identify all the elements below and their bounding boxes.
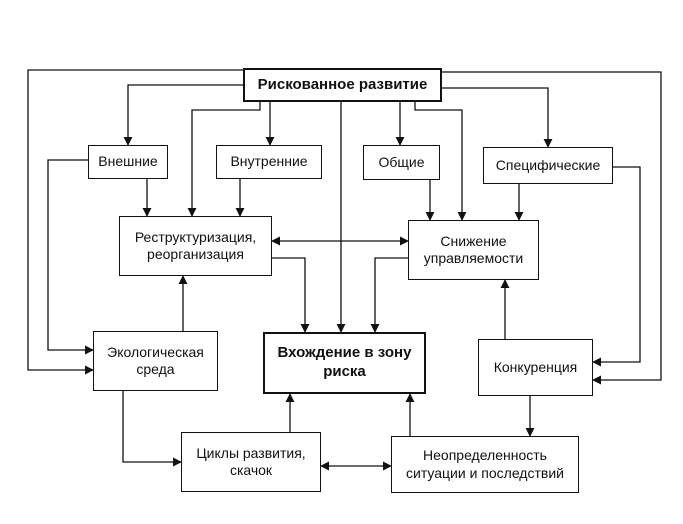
- edge-specific-to-competition: [592, 166, 641, 367]
- node-risky-development-label: Рискованное развитие: [257, 75, 428, 93]
- node-restructuring: Реструктуризация, реорганизация: [119, 216, 272, 276]
- node-competition-label: Конкуренция: [493, 358, 578, 375]
- node-external: Внешние: [88, 145, 168, 179]
- node-risky-development: Рискованное развитие: [243, 68, 442, 102]
- node-ecological-environment-label: Экологическая среда: [107, 343, 204, 378]
- edge-eco-to-cycles: [122, 391, 182, 467]
- node-reduced-manageability: Снижение управляемости: [408, 220, 539, 280]
- edge-risk-to-manageability: [414, 102, 467, 221]
- edge-risk-to-restructuring: [187, 102, 261, 217]
- node-restructuring-label: Реструктуризация, реорганизация: [134, 228, 257, 263]
- edge-risk-to-eco-outer: [27, 69, 243, 375]
- edge-manageability-to-riskzone: [370, 257, 408, 333]
- node-development-cycles: Циклы развития, скачок: [181, 432, 321, 492]
- edge-risk-to-specific: [442, 87, 553, 148]
- node-reduced-manageability-label: Снижение управляемости: [423, 232, 524, 267]
- edge-risk-to-external: [123, 84, 243, 146]
- edge-external-to-eco: [47, 159, 94, 355]
- node-uncertainty-label: Неопределенность ситуации и последствий: [406, 447, 564, 481]
- node-competition: Конкуренция: [478, 339, 593, 396]
- node-uncertainty: Неопределенность ситуации и последствий: [391, 436, 579, 493]
- node-ecological-environment: Экологическая среда: [93, 331, 218, 391]
- edge-restructuring-to-riskzone: [272, 257, 310, 333]
- node-specific-label: Специфические: [495, 156, 601, 173]
- node-entering-risk-zone-label: Вхождение в зону риска: [277, 344, 412, 380]
- node-internal-label: Внутренние: [230, 153, 308, 170]
- edge-risk-to-competition-outer: [442, 71, 662, 385]
- node-external-label: Внешние: [98, 153, 158, 170]
- node-development-cycles-label: Циклы развития, скачок: [196, 444, 306, 479]
- node-general-label: Общие: [378, 153, 425, 170]
- node-specific: Специфические: [483, 147, 613, 184]
- node-entering-risk-zone: Вхождение в зону риска: [263, 332, 426, 394]
- node-general: Общие: [363, 145, 440, 180]
- node-internal: Внутренние: [216, 145, 322, 179]
